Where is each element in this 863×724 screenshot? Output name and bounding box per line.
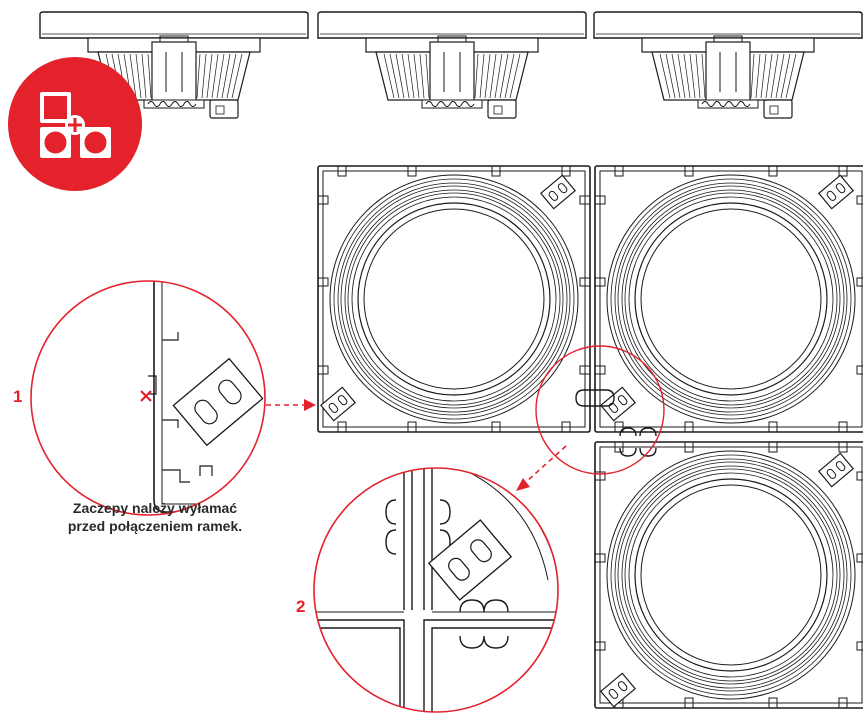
- detail-2-circle: [313, 467, 559, 713]
- detail-1-arrowhead: [304, 399, 316, 411]
- frame-clips: [575, 389, 657, 457]
- caption: Zaczepy należy wyłamać przed połączeniem…: [30, 499, 280, 535]
- modules-combine-icon: [8, 57, 142, 191]
- frame-top-right: [594, 165, 863, 433]
- detail-2-number: 2: [296, 597, 306, 616]
- detail-2-arrowhead: [516, 478, 530, 491]
- detail-1-magnified: [31, 281, 265, 515]
- caption-line-1: Zaczepy należy wyłamać: [72, 500, 238, 516]
- joint-highlight-circle: [535, 345, 665, 475]
- frame-bottom-right: [594, 441, 863, 709]
- detail-2-magnified: [314, 468, 558, 712]
- detail-1-circle: [30, 280, 266, 516]
- frame-top-left: [317, 165, 591, 433]
- detail-1-number: 1: [13, 387, 23, 406]
- side-view-2: [317, 11, 587, 119]
- x-mark-icon: [140, 390, 152, 402]
- detail-2-arrow-line: [525, 445, 567, 483]
- side-view-3: [593, 11, 863, 119]
- caption-line-2: przed połączeniem ramek.: [67, 518, 243, 534]
